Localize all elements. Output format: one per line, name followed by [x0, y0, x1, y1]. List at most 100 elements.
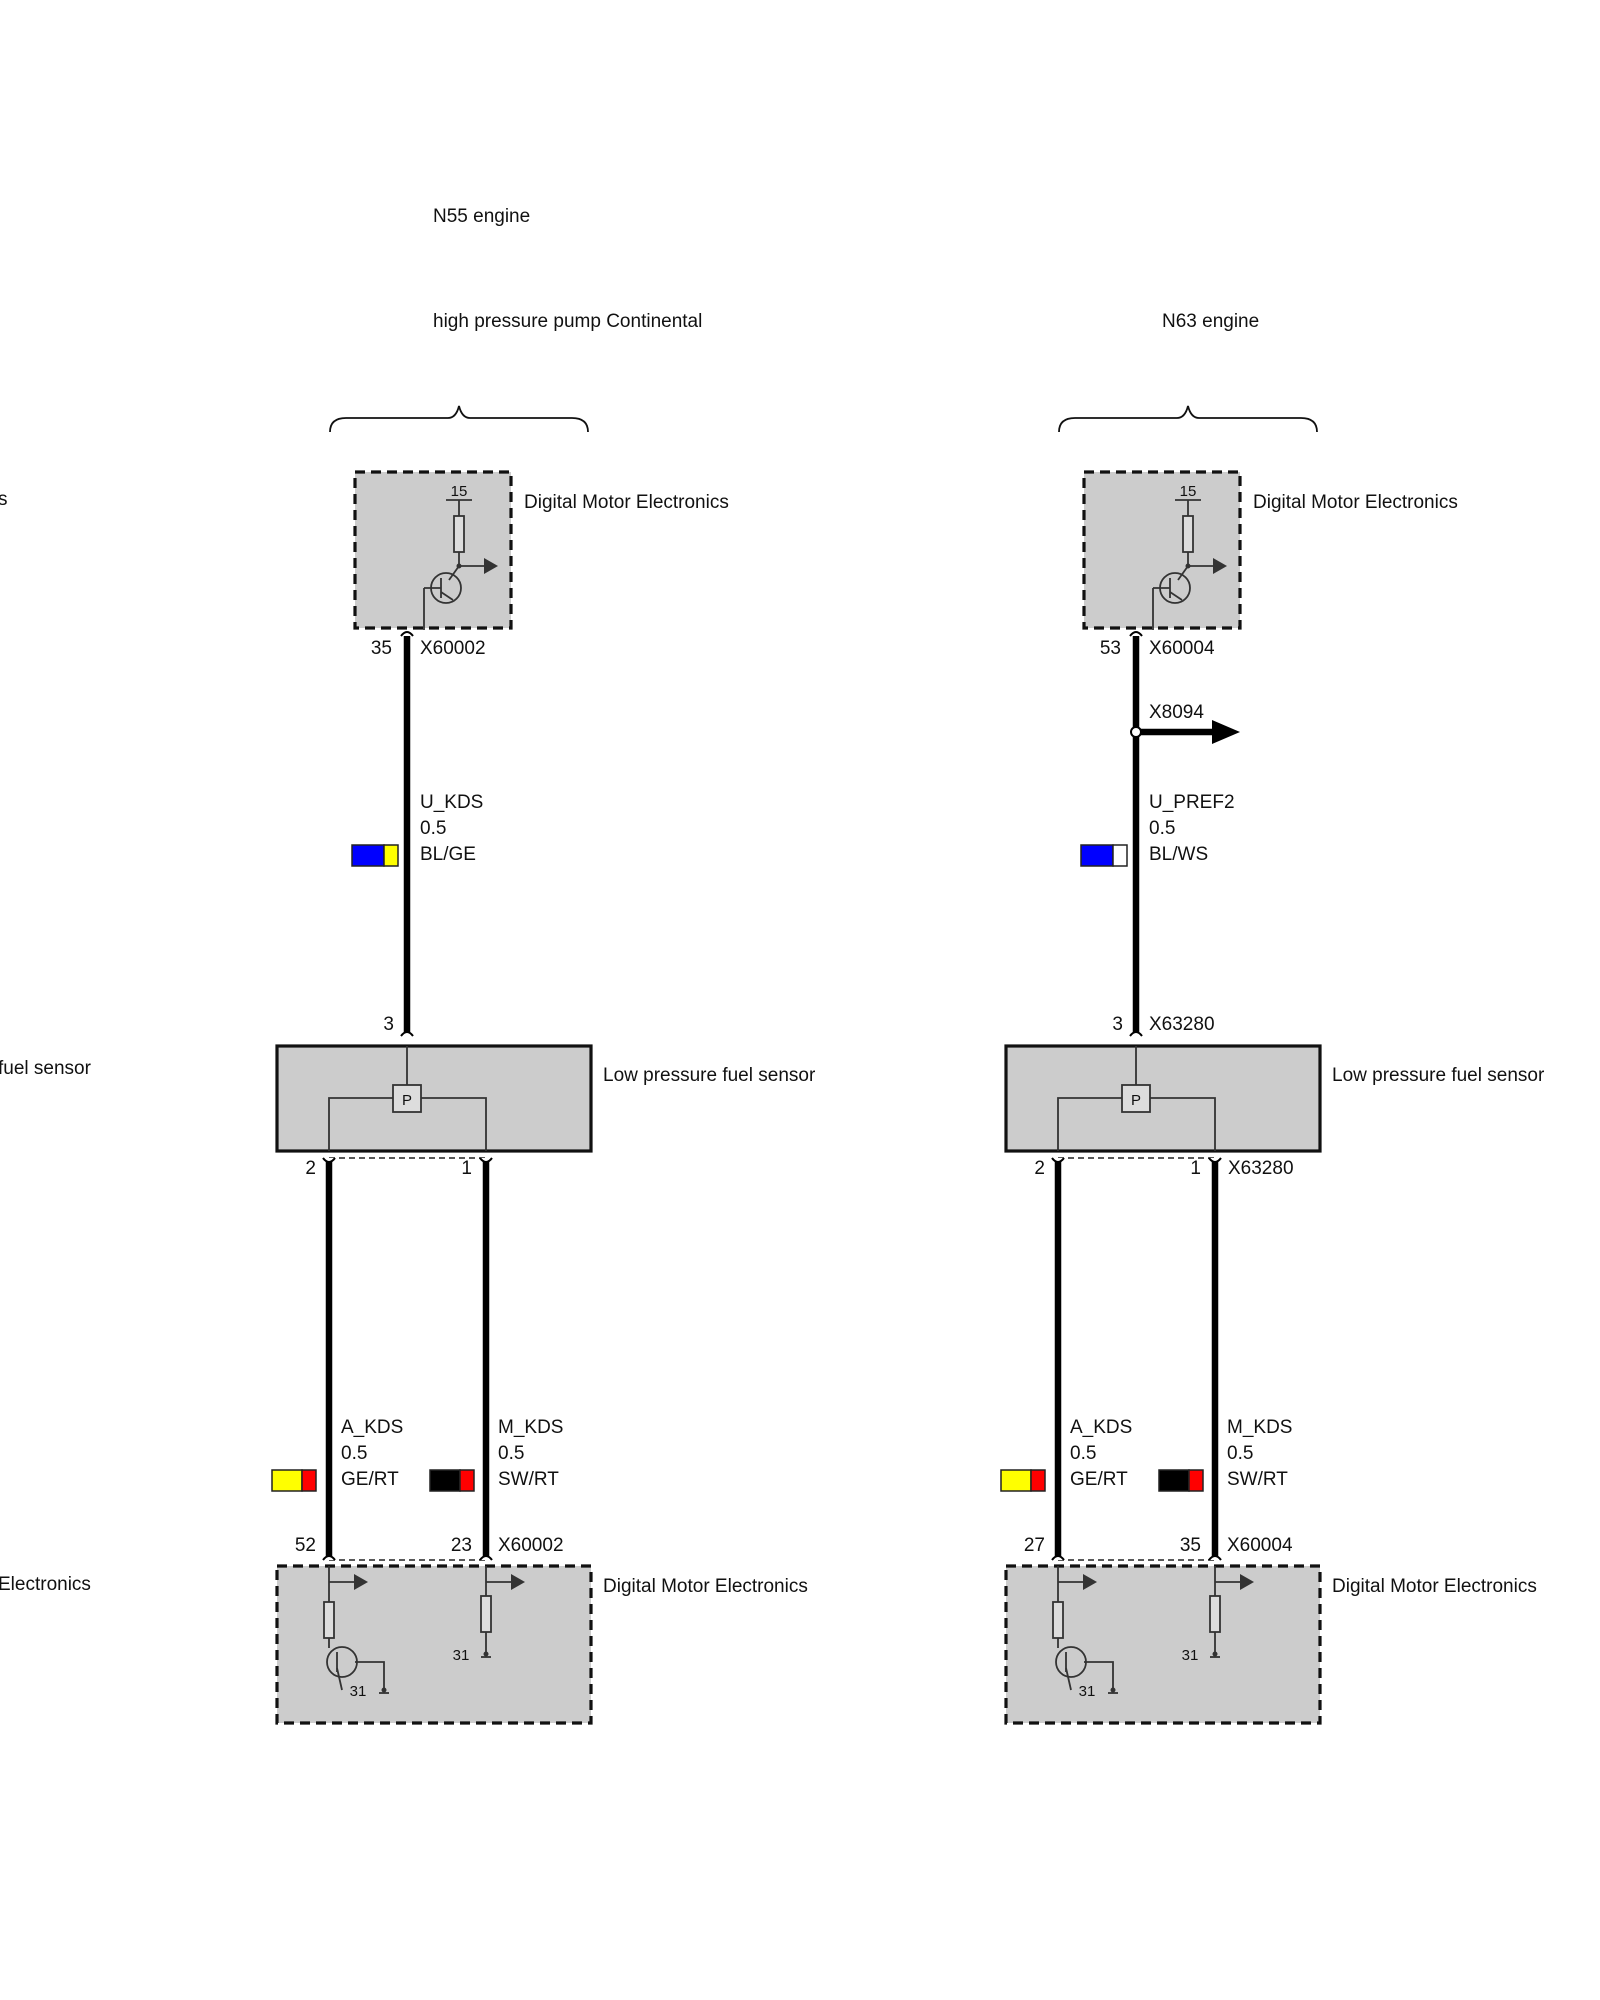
clipped-label-1: s — [0, 489, 8, 510]
dme-top-label-col2: Digital Motor Electronics — [1253, 492, 1458, 513]
terminal-15-label: 15 — [1180, 483, 1197, 500]
resistor-icon — [323, 1601, 335, 1639]
wire-size-a-kds: 0.5 — [1070, 1443, 1096, 1464]
dme-top-col1: 15 — [353, 470, 513, 630]
color-swatch-sw-m — [429, 1469, 461, 1492]
dme-top-label-col1: Digital Motor Electronics — [524, 492, 729, 513]
wire-signal-u-pref2: U_PREF2 — [1149, 792, 1235, 813]
terminal-15-label: 15 — [451, 483, 468, 500]
transistor-icon — [1055, 1646, 1087, 1678]
wire-signal-a-kds: A_KDS — [1070, 1417, 1132, 1438]
resistor-icon — [1182, 515, 1194, 553]
wire-size-m-kds: 0.5 — [498, 1443, 524, 1464]
low-pressure-sensor-col1: P — [275, 1044, 593, 1153]
connector-x60002-top: X60002 — [420, 638, 486, 659]
resistor-icon — [480, 1595, 492, 1633]
sensor-label-col1: Low pressure fuel sensor — [603, 1065, 816, 1086]
sensor-pin-1: 1 — [1190, 1158, 1201, 1179]
sensor-p-symbol: P — [402, 1092, 412, 1109]
wire-size-m-kds: 0.5 — [1227, 1443, 1253, 1464]
wire-color-code-u-kds: BL/GE — [420, 844, 476, 865]
color-swatch-bl — [351, 844, 385, 867]
clipped-label-2: fuel sensor — [0, 1058, 92, 1079]
pin-53-dme-top: 53 — [1100, 638, 1121, 659]
wire-color-code-a-kds: GE/RT — [341, 1469, 399, 1490]
connector-x63280-bottom: X63280 — [1228, 1158, 1294, 1179]
variant-title-continental: high pressure pump Continental — [433, 311, 702, 332]
dme-pin-35: 35 — [1180, 1535, 1201, 1556]
dme-pin-27: 27 — [1024, 1535, 1045, 1556]
dme-pin-52: 52 — [295, 1535, 316, 1556]
ground-icon — [381, 1687, 387, 1693]
connector-x63280-top: X63280 — [1149, 1014, 1215, 1035]
color-swatch-rt-m — [459, 1469, 475, 1492]
gnd-31-a: 31 — [350, 1683, 367, 1700]
variant-title-n63: N63 engine — [1162, 311, 1259, 332]
splice-x8094: X8094 — [1149, 702, 1204, 723]
arrow-right-icon — [511, 1574, 525, 1590]
wire-signal-m-kds: M_KDS — [498, 1417, 563, 1438]
dme-top-col2: 15 — [1082, 470, 1242, 630]
wire-color-code-u-pref2: BL/WS — [1149, 844, 1208, 865]
connector-x60002-bottom: X60002 — [498, 1535, 564, 1556]
connector-x60004-top: X60004 — [1149, 638, 1215, 659]
color-swatch-ge-a — [1000, 1469, 1032, 1492]
wire-color-code-a-kds: GE/RT — [1070, 1469, 1128, 1490]
color-swatch-bl — [1080, 844, 1114, 867]
color-swatch-ge — [383, 844, 399, 867]
splice-node — [1130, 726, 1142, 738]
sensor-pin-2: 2 — [1034, 1158, 1045, 1179]
wire-color-code-m-kds: SW/RT — [498, 1469, 559, 1490]
brace-col1 — [329, 405, 589, 433]
wire-signal-a-kds: A_KDS — [341, 1417, 403, 1438]
column-n63: N63 engine 15 Digital Motor Electronics … — [1000, 311, 1545, 1725]
ground-icon — [1110, 1687, 1116, 1693]
dme-bottom-label-col1: Digital Motor Electronics — [603, 1576, 808, 1597]
wire-size-u-kds: 0.5 — [420, 818, 446, 839]
wire-color-code-m-kds: SW/RT — [1227, 1469, 1288, 1490]
engine-title-n55: N55 engine — [433, 206, 530, 227]
color-swatch-rt-m — [1188, 1469, 1204, 1492]
dme-bottom-col1: 31 31 — [275, 1564, 593, 1725]
dme-pin-23: 23 — [451, 1535, 472, 1556]
pin-35-dme-top: 35 — [371, 638, 392, 659]
transistor-icon — [326, 1646, 358, 1678]
color-swatch-sw-m — [1158, 1469, 1190, 1492]
dme-bottom-col2: 31 31 — [1004, 1564, 1322, 1725]
gnd-31-b: 31 — [453, 1647, 470, 1664]
resistor-icon — [1209, 1595, 1221, 1633]
gnd-31-a: 31 — [1079, 1683, 1096, 1700]
sensor-p-symbol: P — [1131, 1092, 1141, 1109]
arrow-right-icon — [1083, 1574, 1097, 1590]
wire-size-a-kds: 0.5 — [341, 1443, 367, 1464]
connector-x60004-bottom: X60004 — [1227, 1535, 1293, 1556]
brace-col2 — [1058, 405, 1318, 433]
clipped-label-3: Electronics — [0, 1574, 91, 1595]
dme-bottom-label-col2: Digital Motor Electronics — [1332, 1576, 1537, 1597]
color-swatch-rt-a — [1030, 1469, 1046, 1492]
arrow-right-icon — [1212, 720, 1240, 744]
ground-icon — [483, 1651, 489, 1657]
sensor-label-col2: Low pressure fuel sensor — [1332, 1065, 1545, 1086]
color-swatch-rt-a — [301, 1469, 317, 1492]
sensor-pin-3: 3 — [383, 1014, 394, 1035]
sensor-pin-3: 3 — [1112, 1014, 1123, 1035]
ground-icon — [1212, 1651, 1218, 1657]
arrow-right-icon — [1240, 1574, 1254, 1590]
wire-signal-m-kds: M_KDS — [1227, 1417, 1292, 1438]
arrow-right-icon — [354, 1574, 368, 1590]
resistor-icon — [453, 515, 465, 553]
wire-signal-u-kds: U_KDS — [420, 792, 483, 813]
resistor-icon — [1052, 1601, 1064, 1639]
color-swatch-ws — [1112, 844, 1128, 867]
arrow-right-icon — [1213, 558, 1227, 574]
arrow-right-icon — [484, 558, 498, 574]
gnd-31-b: 31 — [1182, 1647, 1199, 1664]
color-swatch-ge-a — [271, 1469, 303, 1492]
low-pressure-sensor-col2: P — [1004, 1044, 1322, 1153]
sensor-pin-1: 1 — [461, 1158, 472, 1179]
wire-size-u-pref2: 0.5 — [1149, 818, 1175, 839]
column-n55: N55 engine high pressure pump Continenta… — [271, 206, 816, 1725]
sensor-pin-2: 2 — [305, 1158, 316, 1179]
